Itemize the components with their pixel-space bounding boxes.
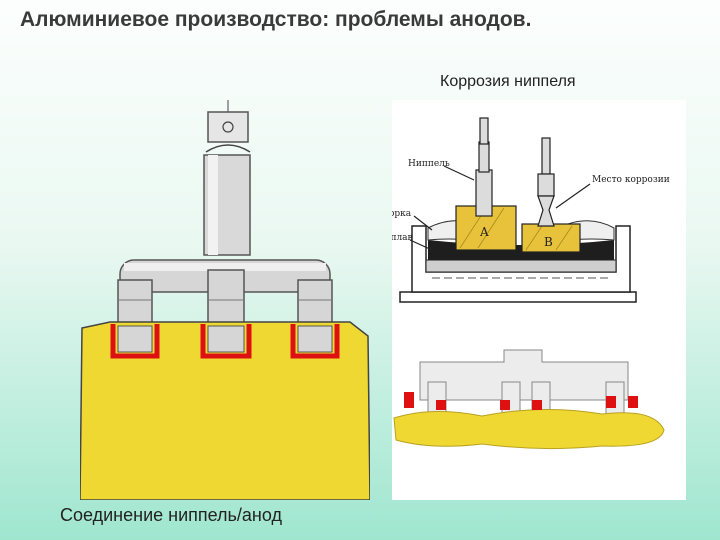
schematic-yoke <box>419 349 629 401</box>
stub-center-in-socket <box>207 325 245 353</box>
schematic-corrosion-4 <box>532 400 542 410</box>
schematic-corrosion-1 <box>404 392 414 408</box>
block-b-hatch-1 <box>525 225 543 251</box>
stub-right <box>297 279 333 329</box>
label-melt: Расплав <box>392 233 413 243</box>
socket-center <box>200 324 252 359</box>
nipple-anode-caption: Соединение ниппель/анод <box>60 505 282 525</box>
corrosion-drawing: A B Ниппель Место коррозии Корка Расплав <box>374 117 670 450</box>
leader-corrosion <box>555 183 591 209</box>
schematic-corrosion-5 <box>606 396 616 408</box>
socket-right <box>290 324 340 359</box>
label-crust: Корка <box>392 209 412 219</box>
schematic-anode <box>393 408 665 450</box>
leader-melt <box>409 239 433 251</box>
nipple-b-corroded-neck <box>537 195 555 227</box>
cell-base-plate <box>399 291 637 303</box>
block-b-label: B <box>544 235 553 249</box>
nipple-corrosion-heading: Коррозия ниппеля <box>440 73 576 90</box>
anode-assembly-drawing <box>79 100 371 501</box>
rod-highlight <box>208 155 218 255</box>
block-a-label: A <box>479 225 489 239</box>
stub-right-in-socket <box>297 325 333 353</box>
nipple-b-collar <box>537 173 555 197</box>
label-corrosion-site: Место коррозии <box>592 175 670 185</box>
cell-housing <box>411 225 631 293</box>
nipple-a-tip <box>479 117 489 145</box>
block-b-hatch-2 <box>555 225 573 251</box>
stub-left-in-socket <box>117 325 153 353</box>
socket-left <box>110 324 160 359</box>
nipple-b-upper <box>541 137 551 175</box>
schematic-corrosion-2 <box>436 400 446 410</box>
leader-nipple <box>443 165 475 181</box>
corrosion-figure: A B Ниппель Место коррозии Корка Расплав <box>374 100 686 500</box>
stub-center <box>207 269 245 329</box>
stub-left <box>117 279 153 329</box>
page-title: Алюминиевое производство: проблемы анодо… <box>20 8 532 31</box>
nipple-a-upper <box>478 141 490 173</box>
nipple-a-lower <box>475 169 493 217</box>
rod-clamp-block <box>207 111 249 143</box>
yoke-highlight <box>124 263 326 271</box>
rod-bolt-icon <box>222 121 234 133</box>
label-nipple: Ниппель <box>408 159 450 169</box>
leader-crust <box>413 215 433 231</box>
cathode-layer <box>425 259 617 273</box>
anode-assembly-figure <box>79 100 371 501</box>
schematic-corrosion-6 <box>628 396 638 408</box>
rod-break-line <box>205 144 251 153</box>
block-a-hatch-2 <box>477 207 505 249</box>
schematic-corrosion-3 <box>500 400 510 410</box>
